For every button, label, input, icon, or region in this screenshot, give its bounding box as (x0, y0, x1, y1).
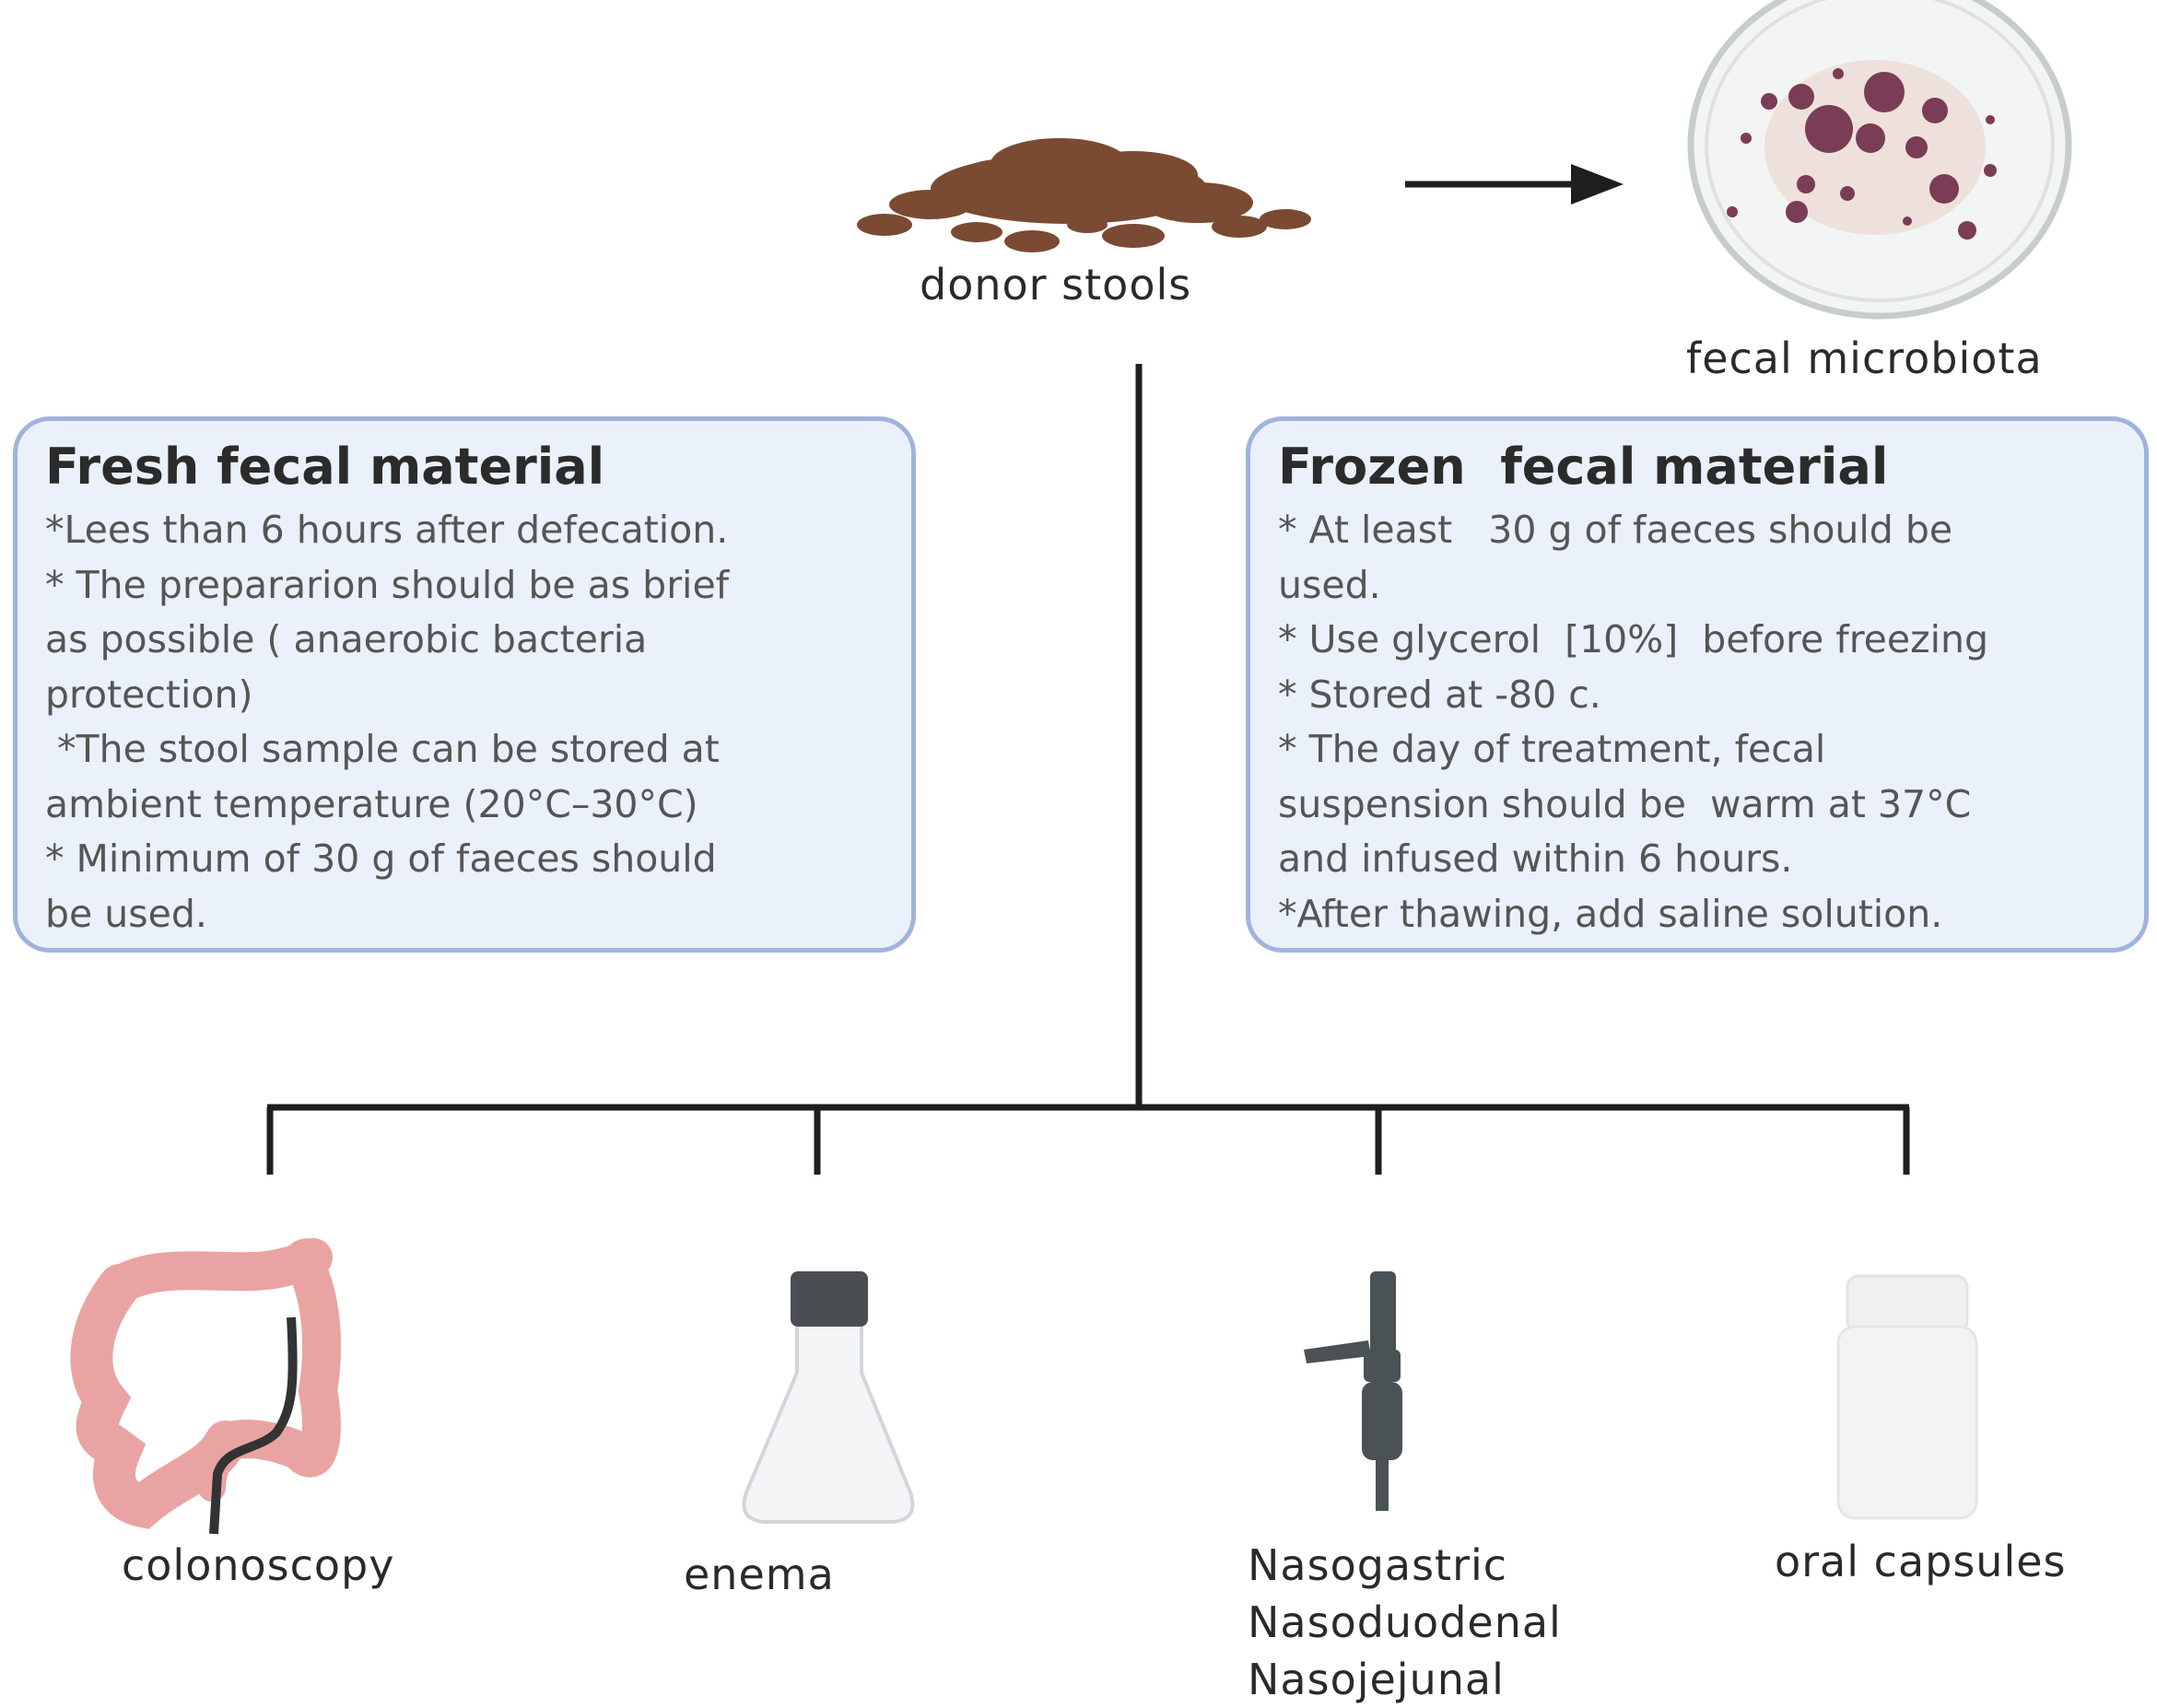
fecal-microbiota-label: fecal microbiota (1686, 333, 2043, 383)
fresh-line: ambient temperature (20°C–30°C) (45, 781, 698, 826)
frozen-line: * At least 30 g of faeces should be (1278, 508, 1953, 552)
frozen-line: * Stored at -80 c. (1278, 672, 1601, 717)
frozen-line: *After thawing, add saline solution. (1278, 891, 1943, 936)
route-label-oral-capsules: oral capsules (1775, 1537, 2067, 1586)
fresh-line: as possible ( anaerobic bacteria (45, 617, 648, 661)
frozen-line: used. (1278, 562, 1381, 607)
fresh-line: * The prepararion should be as brief (45, 562, 730, 607)
route-label-colonoscopy: colonoscopy (122, 1540, 395, 1590)
petri-dish-icon (1687, 0, 2072, 320)
fresh-line: * Minimum of 30 g of faeces should (45, 836, 717, 881)
fresh-material-box: Fresh fecal material *Lees than 6 hours … (13, 416, 916, 953)
frozen-material-title: Frozen fecal material (1278, 438, 1889, 496)
stool-icon (857, 138, 1311, 252)
fresh-line: *The stool sample can be stored at (45, 727, 720, 771)
flask-icon (742, 1271, 915, 1524)
fresh-material-title: Fresh fecal material (45, 438, 605, 496)
route-label-enema: enema (684, 1550, 835, 1599)
fresh-line: protection) (45, 672, 253, 717)
colon-icon (70, 1238, 342, 1535)
capsule-bottle-icon (1836, 1274, 1978, 1520)
route-label-nasojejunal: Nasojejunal (1248, 1655, 1505, 1704)
frozen-material-box: Frozen fecal material * At least 30 g of… (1246, 416, 2149, 953)
frozen-line: and infused within 6 hours. (1278, 836, 1793, 881)
donor-stools-label: donor stools (920, 260, 1192, 310)
frozen-line: * Use glycerol [10%] before freezing (1278, 617, 1989, 661)
fresh-line: be used. (45, 891, 207, 936)
route-label-nasoduodenal: Nasoduodenal (1248, 1597, 1562, 1647)
connector-lines (266, 364, 1910, 1175)
frozen-line: * The day of treatment, fecal (1278, 727, 1826, 771)
endoscope-icon (1304, 1271, 1402, 1511)
route-label-nasal: Nasogastric Nasoduodenal Nasojejunal (1248, 1537, 1562, 1708)
arrow-right-icon (1405, 164, 1624, 205)
frozen-line: suspension should be warm at 37°C (1278, 781, 1972, 826)
fresh-line: *Lees than 6 hours after defecation. (45, 508, 729, 552)
route-label-nasogastric: Nasogastric (1248, 1540, 1508, 1590)
